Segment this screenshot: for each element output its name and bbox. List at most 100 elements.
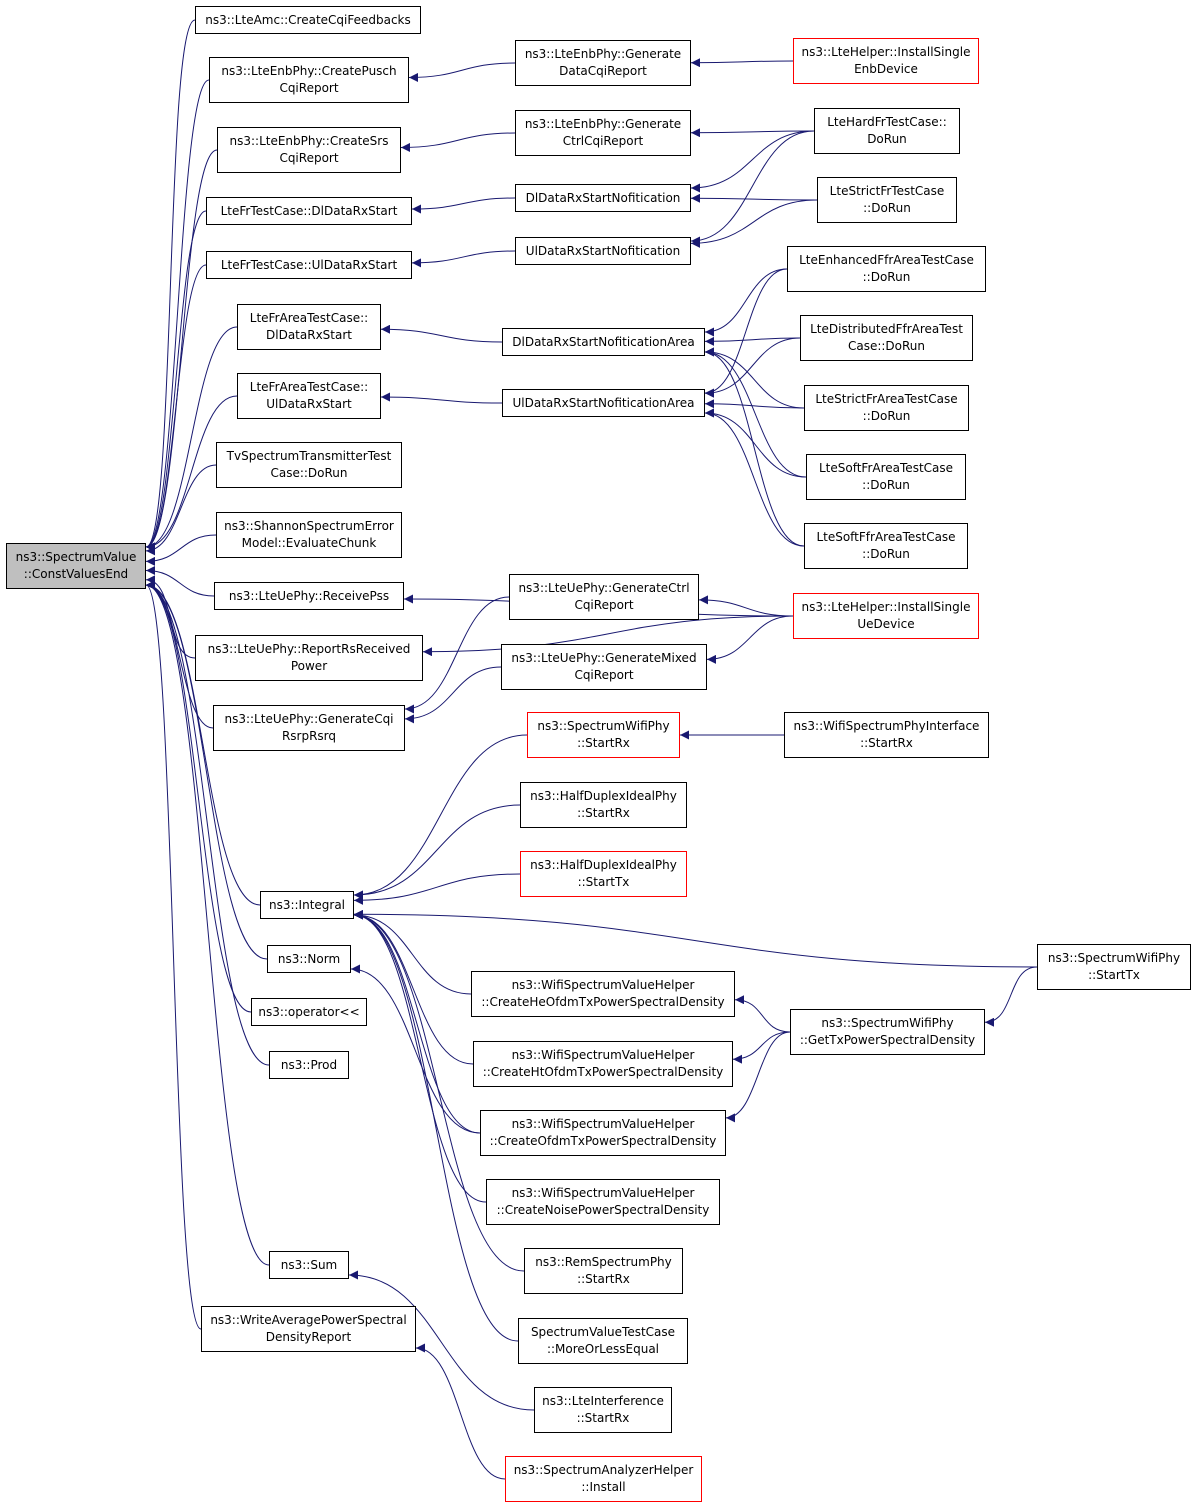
graph-node-lteamc-createcqi[interactable]: ns3::LteAmc::CreateCqiFeedbacks xyxy=(195,6,421,34)
graph-node-sum[interactable]: ns3::Sum xyxy=(269,1251,349,1279)
graph-node-frarea-uldatarx[interactable]: LteFrAreaTestCase:: UlDataRxStart xyxy=(237,373,381,419)
graph-node-enb-genctrlcqi[interactable]: ns3::LteEnbPhy::Generate CtrlCqiReport xyxy=(515,110,691,156)
node-label: SpectrumValueTestCase ::MoreOrLessEqual xyxy=(530,1325,676,1356)
node-label: ns3::LteEnbPhy::CreateSrs CqiReport xyxy=(229,134,389,165)
node-label: ns3::SpectrumAnalyzerHelper ::Install xyxy=(513,1463,694,1494)
node-label: ns3::Integral xyxy=(268,897,346,912)
node-label: LteStrictFrAreaTestCase ::DoRun xyxy=(815,392,958,423)
graph-node-helper-installue[interactable]: ns3::LteHelper::InstallSingle UeDevice xyxy=(793,593,979,639)
graph-node-ulnotifarea[interactable]: UlDataRxStartNofiticationArea xyxy=(502,389,705,417)
edge-strictfr_dorun-to-dlnotif xyxy=(690,193,818,203)
graph-node-wsvh-noise[interactable]: ns3::WifiSpectrumValueHelper ::CreateNoi… xyxy=(486,1179,720,1225)
node-label: LteFrAreaTestCase:: DlDataRxStart xyxy=(249,311,369,342)
graph-node-softfrarea-dorun[interactable]: LteSoftFrAreaTestCase ::DoRun xyxy=(806,454,966,500)
edge-prod-to-root xyxy=(145,580,270,1066)
graph-node-prod[interactable]: ns3::Prod xyxy=(269,1051,349,1079)
edge-sah_install-to-writeavg xyxy=(415,1343,506,1480)
graph-node-enb-gendatacqi[interactable]: ns3::LteEnbPhy::Generate DataCqiReport xyxy=(515,40,691,86)
graph-node-wsvh-ofdm[interactable]: ns3::WifiSpectrumValueHelper ::CreateOfd… xyxy=(480,1110,726,1156)
graph-node-shannon[interactable]: ns3::ShannonSpectrumError Model::Evaluat… xyxy=(216,512,402,558)
node-label: ns3::LteUePhy::ReceivePss xyxy=(228,588,390,603)
node-label: ns3::Sum xyxy=(280,1257,338,1272)
edge-hardfr_dorun-to-enb_genctrlcqi xyxy=(690,128,815,138)
edge-fr_dldatarx-to-root xyxy=(145,210,207,552)
edge-swp_gettxpsd-to-wsvh_ht xyxy=(732,1031,791,1064)
node-label: ns3::SpectrumWifiPhy ::StartRx xyxy=(537,719,670,750)
edge-swp_startrx-to-integral xyxy=(353,734,528,900)
graph-node-frarea-dldatarx[interactable]: LteFrAreaTestCase:: DlDataRxStart xyxy=(237,304,381,350)
edge-remphy_startrx-to-integral xyxy=(353,910,525,1272)
graph-node-tvspectrum[interactable]: TvSpectrumTransmitterTest Case::DoRun xyxy=(216,442,402,488)
edge-enhancedffr_dorun-to-dlnotifarea xyxy=(704,268,788,337)
node-label: ns3::SpectrumValue ::ConstValuesEnd xyxy=(15,550,137,581)
graph-node-swp-gettxpsd[interactable]: ns3::SpectrumWifiPhy ::GetTxPowerSpectra… xyxy=(790,1009,985,1055)
edge-softffrarea_dorun-to-dlnotifarea xyxy=(704,347,805,547)
graph-node-hdip-starttx[interactable]: ns3::HalfDuplexIdealPhy ::StartTx xyxy=(520,851,687,897)
graph-node-swp-startrx[interactable]: ns3::SpectrumWifiPhy ::StartRx xyxy=(527,712,680,758)
graph-node-distffr-dorun[interactable]: LteDistributedFfrAreaTest Case::DoRun xyxy=(800,315,973,361)
node-label: ns3::LteAmc::CreateCqiFeedbacks xyxy=(205,12,411,27)
graph-node-norm[interactable]: ns3::Norm xyxy=(267,945,351,973)
graph-node-lteinterf-startrx[interactable]: ns3::LteInterference ::StartRx xyxy=(534,1387,672,1433)
node-label: LteSoftFrAreaTestCase ::DoRun xyxy=(818,461,954,492)
graph-node-wspi-startrx[interactable]: ns3::WifiSpectrumPhyInterface ::StartRx xyxy=(784,712,989,758)
graph-node-softffrarea-dorun[interactable]: LteSoftFfrAreaTestCase ::DoRun xyxy=(804,523,968,569)
graph-node-enb-createpusch[interactable]: ns3::LteEnbPhy::CreatePusch CqiReport xyxy=(209,57,409,103)
node-label: LteDistributedFfrAreaTest Case::DoRun xyxy=(810,322,963,353)
graph-node-ulnotif[interactable]: UlDataRxStartNofitication xyxy=(515,237,691,265)
graph-node-swp-starttx[interactable]: ns3::SpectrumWifiPhy ::StartTx xyxy=(1037,944,1191,990)
graph-node-writeavg[interactable]: ns3::WriteAveragePowerSpectral DensityRe… xyxy=(201,1306,416,1352)
edge-svtc_moreorless-to-integral xyxy=(353,910,519,1342)
node-label: LteSoftFfrAreaTestCase ::DoRun xyxy=(816,530,956,561)
graph-node-wsvh-he[interactable]: ns3::WifiSpectrumValueHelper ::CreateHeO… xyxy=(471,971,735,1017)
graph-node-ue-genctrlcqi[interactable]: ns3::LteUePhy::GenerateCtrl CqiReport xyxy=(509,574,699,620)
node-label: ns3::RemSpectrumPhy ::StartRx xyxy=(535,1255,672,1286)
graph-node-fr-uldatarx[interactable]: LteFrTestCase::UlDataRxStart xyxy=(206,251,412,279)
graph-node-remphy-startrx[interactable]: ns3::RemSpectrumPhy ::StartRx xyxy=(524,1248,683,1294)
graph-node-hdip-startrx[interactable]: ns3::HalfDuplexIdealPhy ::StartRx xyxy=(520,782,687,828)
edge-wsvh_he-to-integral xyxy=(353,910,472,995)
edge-ue_receivepss-to-root xyxy=(145,566,215,597)
edge-ue_reportrs-to-root xyxy=(145,575,196,659)
graph-node-enb-createsrs[interactable]: ns3::LteEnbPhy::CreateSrs CqiReport xyxy=(217,127,401,173)
edge-strictfrarea_dorun-to-dlnotifarea xyxy=(704,347,805,409)
graph-node-helper-installenb[interactable]: ns3::LteHelper::InstallSingle EnbDevice xyxy=(793,38,979,84)
graph-node-ue-generatecqirsrp[interactable]: ns3::LteUePhy::GenerateCqi RsrpRsrq xyxy=(213,705,405,751)
graph-node-fr-dldatarx[interactable]: LteFrTestCase::DlDataRxStart xyxy=(206,197,412,225)
node-label: LteFrAreaTestCase:: UlDataRxStart xyxy=(249,380,369,411)
node-label: DlDataRxStartNofiticationArea xyxy=(512,334,695,349)
edge-swp_starttx-to-swp_gettxpsd xyxy=(984,966,1038,1027)
node-label: ns3::HalfDuplexIdealPhy ::StartRx xyxy=(530,789,677,820)
edge-strictfrarea_dorun-to-ulnotifarea xyxy=(704,399,805,409)
node-label: DlDataRxStartNofitication xyxy=(525,190,681,205)
graph-node-ue-genmixedcqi[interactable]: ns3::LteUePhy::GenerateMixed CqiReport xyxy=(501,644,707,690)
edge-lteamc_createcqi-to-root xyxy=(145,19,196,552)
graph-node-dlnotif[interactable]: DlDataRxStartNofitication xyxy=(515,184,691,212)
node-label: LteHardFrTestCase:: DoRun xyxy=(827,115,947,146)
graph-node-integral[interactable]: ns3::Integral xyxy=(260,891,354,919)
edge-sum-to-root xyxy=(145,580,270,1266)
edge-tvspectrum-to-root xyxy=(145,464,217,556)
graph-node-ue-reportrs[interactable]: ns3::LteUePhy::ReportRsReceived Power xyxy=(195,635,423,681)
edge-hdip_startrx-to-integral xyxy=(353,804,521,900)
edge-enhancedffr_dorun-to-ulnotifarea xyxy=(704,268,788,398)
node-label: ns3::WifiSpectrumValueHelper ::CreateHtO… xyxy=(482,1048,724,1079)
node-label: ns3::Prod xyxy=(280,1057,338,1072)
node-label: UlDataRxStartNofiticationArea xyxy=(512,395,695,410)
graph-node-hardfr-dorun[interactable]: LteHardFrTestCase:: DoRun xyxy=(814,108,960,154)
graph-node-enhancedffr-dorun[interactable]: LteEnhancedFfrAreaTestCase ::DoRun xyxy=(787,246,986,292)
graph-node-strictfr-dorun[interactable]: LteStrictFrTestCase ::DoRun xyxy=(817,177,957,223)
graph-node-strictfrarea-dorun[interactable]: LteStrictFrAreaTestCase ::DoRun xyxy=(804,385,969,431)
edge-enb_gendatacqi-to-enb_createpusch xyxy=(408,62,516,82)
node-label: ns3::LteUePhy::ReportRsReceived Power xyxy=(207,642,411,673)
graph-node-svtc-moreorless[interactable]: SpectrumValueTestCase ::MoreOrLessEqual xyxy=(518,1318,688,1364)
graph-node-ue-receivepss[interactable]: ns3::LteUePhy::ReceivePss xyxy=(214,582,404,610)
graph-node-operator[interactable]: ns3::operator<< xyxy=(251,998,367,1026)
graph-node-dlnotifarea[interactable]: DlDataRxStartNofiticationArea xyxy=(502,328,705,356)
graph-node-wsvh-ht[interactable]: ns3::WifiSpectrumValueHelper ::CreateHtO… xyxy=(473,1041,733,1087)
node-label: ns3::LteEnbPhy::Generate CtrlCqiReport xyxy=(524,117,682,148)
edge-wsvh_noise-to-integral xyxy=(353,910,487,1203)
graph-node-sah-install[interactable]: ns3::SpectrumAnalyzerHelper ::Install xyxy=(505,1456,702,1502)
